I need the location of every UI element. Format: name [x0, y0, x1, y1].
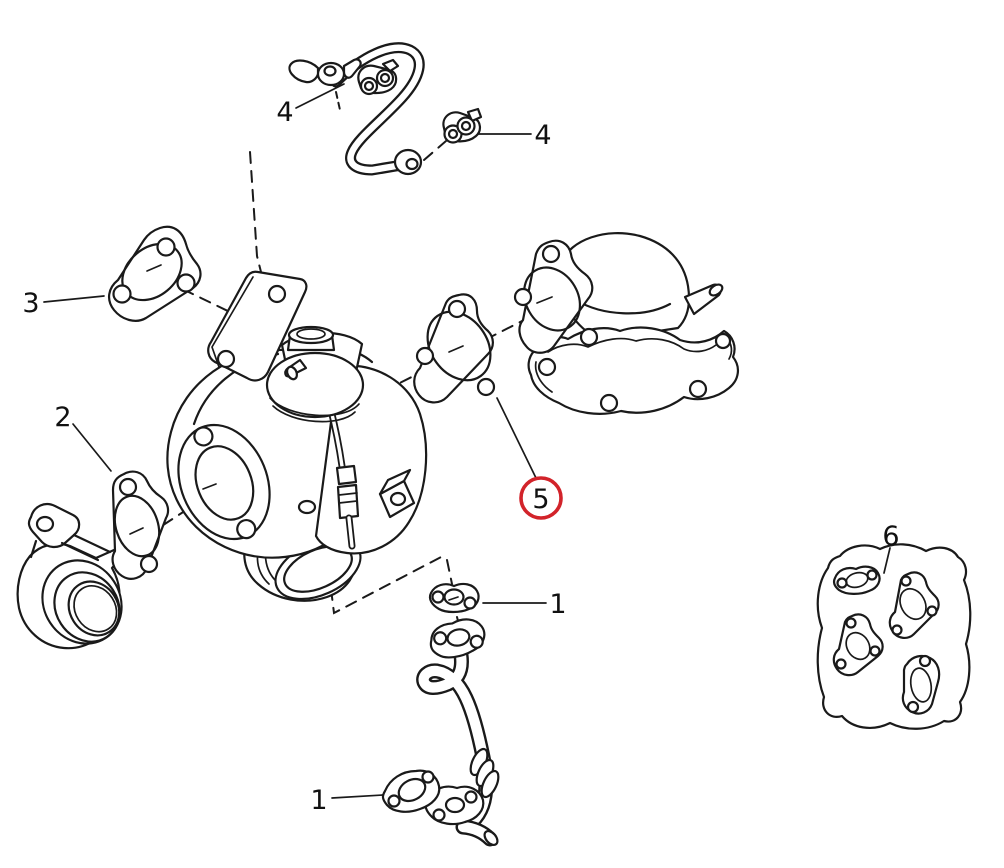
- callout-label[interactable]: 1: [549, 589, 566, 620]
- callout-1-return-gasket-lower[interactable]: 1: [310, 785, 384, 816]
- leader-line: [72, 423, 112, 472]
- callout-4-banjo-fitting[interactable]: 4: [477, 120, 552, 151]
- leader-line: [496, 397, 537, 479]
- callout-label[interactable]: 3: [22, 288, 39, 319]
- air-inlet-elbow: [16, 502, 124, 650]
- highlight-circle[interactable]: [519, 476, 563, 520]
- turbine-inlet-gasket: [108, 225, 202, 322]
- leader-line: [295, 83, 345, 109]
- callout-6-gasket-kit[interactable]: 6: [882, 521, 900, 574]
- banjo-eyelet-fitting: [442, 107, 483, 144]
- turbine-outlet-gasket: [413, 293, 496, 404]
- wastegate-actuator: [265, 325, 365, 423]
- callout-1-return-gasket-upper[interactable]: 1: [482, 589, 567, 620]
- callout-label[interactable]: 5: [532, 484, 549, 515]
- callout-label[interactable]: 1: [310, 785, 327, 816]
- callout-3-inlet-gasket[interactable]: 3: [22, 288, 105, 319]
- leader-line: [331, 794, 384, 799]
- callout-label[interactable]: 4: [276, 97, 293, 128]
- bore-center-ticks: [129, 264, 553, 601]
- callout-2-compressor-gasket[interactable]: 2: [54, 402, 112, 472]
- callout-label[interactable]: 6: [882, 521, 899, 552]
- oil-return-gasket-lower: [381, 769, 441, 813]
- gasket-kit-sheet: [816, 543, 972, 730]
- oil-return-pipe: [416, 618, 500, 847]
- callout-label[interactable]: 4: [534, 120, 551, 151]
- compressor-inlet-gasket: [111, 470, 170, 580]
- leader-line: [883, 547, 891, 574]
- exhaust-outlet-elbow: [513, 232, 739, 415]
- callout-5-outlet-gasket-highlighted[interactable]: 5: [496, 397, 563, 520]
- callout-4-feed-pipe[interactable]: 4: [276, 83, 345, 128]
- leader-line: [43, 295, 105, 303]
- turbocharger: [166, 270, 428, 602]
- oil-feed-pipe: [288, 42, 425, 176]
- callout-label[interactable]: 2: [54, 402, 71, 433]
